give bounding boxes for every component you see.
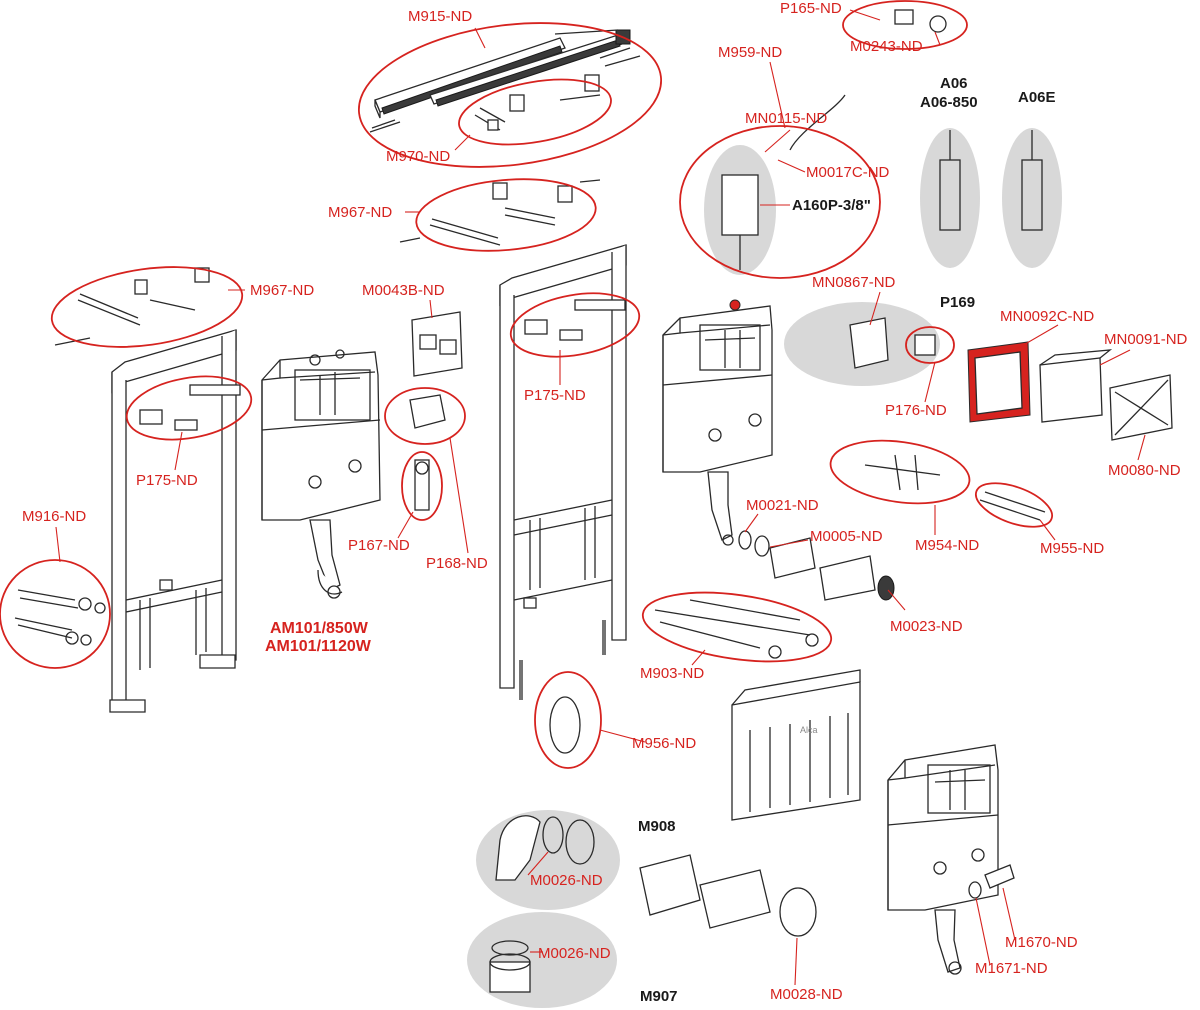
label-m0005: M0005-ND	[810, 528, 883, 545]
brackets	[14, 9, 1173, 993]
label-m0243: M0243-ND	[850, 38, 923, 55]
alca-logo-text: Alca	[800, 725, 818, 735]
label-a160p: A160P-3/8"	[792, 197, 871, 214]
model-line-1: AM101/850W	[270, 620, 368, 637]
label-p176: P176-ND	[885, 402, 947, 419]
label-mn0867: MN0867-ND	[812, 274, 896, 291]
label-m0080: M0080-ND	[1108, 462, 1181, 479]
label-m1670: M1670-ND	[1005, 934, 1078, 951]
callout-circles	[0, 0, 1053, 769]
left-cistern	[261, 349, 381, 599]
label-m907: M907	[640, 988, 678, 1005]
alca-cover	[731, 669, 861, 821]
center-frame	[499, 244, 627, 700]
label-mn0115: MN0115-ND	[745, 110, 828, 127]
label-m908: M908	[638, 818, 676, 835]
label-p169: P169	[940, 294, 976, 311]
label-m959: M959-ND	[718, 44, 783, 61]
label-m0026-top: M0026-ND	[530, 872, 603, 889]
label-m1671: M1671-ND	[975, 960, 1048, 977]
label-m954: M954-ND	[915, 537, 980, 554]
label-a06-850: A06-850	[920, 94, 978, 111]
label-m903: M903-ND	[640, 665, 705, 682]
leader-lines	[55, 9, 1146, 986]
bottom-right-cistern	[887, 744, 999, 975]
label-m967-left: M967-ND	[250, 282, 315, 299]
label-m0023: M0023-ND	[890, 618, 963, 635]
label-mn0092c: MN0092C-ND	[1000, 308, 1095, 325]
label-m956: M956-ND	[632, 735, 697, 752]
label-m967-top: M967-ND	[328, 204, 393, 221]
label-m915: M915-ND	[408, 8, 473, 25]
label-m0017c: M0017C-ND	[806, 164, 890, 181]
label-a06: A06	[940, 75, 968, 92]
label-m970: M970-ND	[386, 148, 451, 165]
label-m916: M916-ND	[22, 508, 87, 525]
label-p175-center: P175-ND	[524, 387, 586, 404]
label-p168: P168-ND	[426, 555, 488, 572]
m915-rails	[369, 29, 641, 133]
label-m955: M955-ND	[1040, 540, 1105, 557]
label-a06e: A06E	[1018, 89, 1056, 106]
label-m0026-bottom: M0026-ND	[538, 945, 611, 962]
label-m0028: M0028-ND	[770, 986, 843, 1003]
label-p165: P165-ND	[780, 0, 842, 17]
left-frame	[109, 329, 237, 713]
label-mn0091: MN0091-ND	[1104, 331, 1188, 348]
center-cistern	[662, 299, 773, 546]
label-p175-left: P175-ND	[136, 472, 198, 489]
model-line-2: AM101/1120W	[265, 638, 371, 655]
label-m0021: M0021-ND	[746, 497, 819, 514]
label-m0043b: M0043B-ND	[362, 282, 445, 299]
label-p167: P167-ND	[348, 537, 410, 554]
